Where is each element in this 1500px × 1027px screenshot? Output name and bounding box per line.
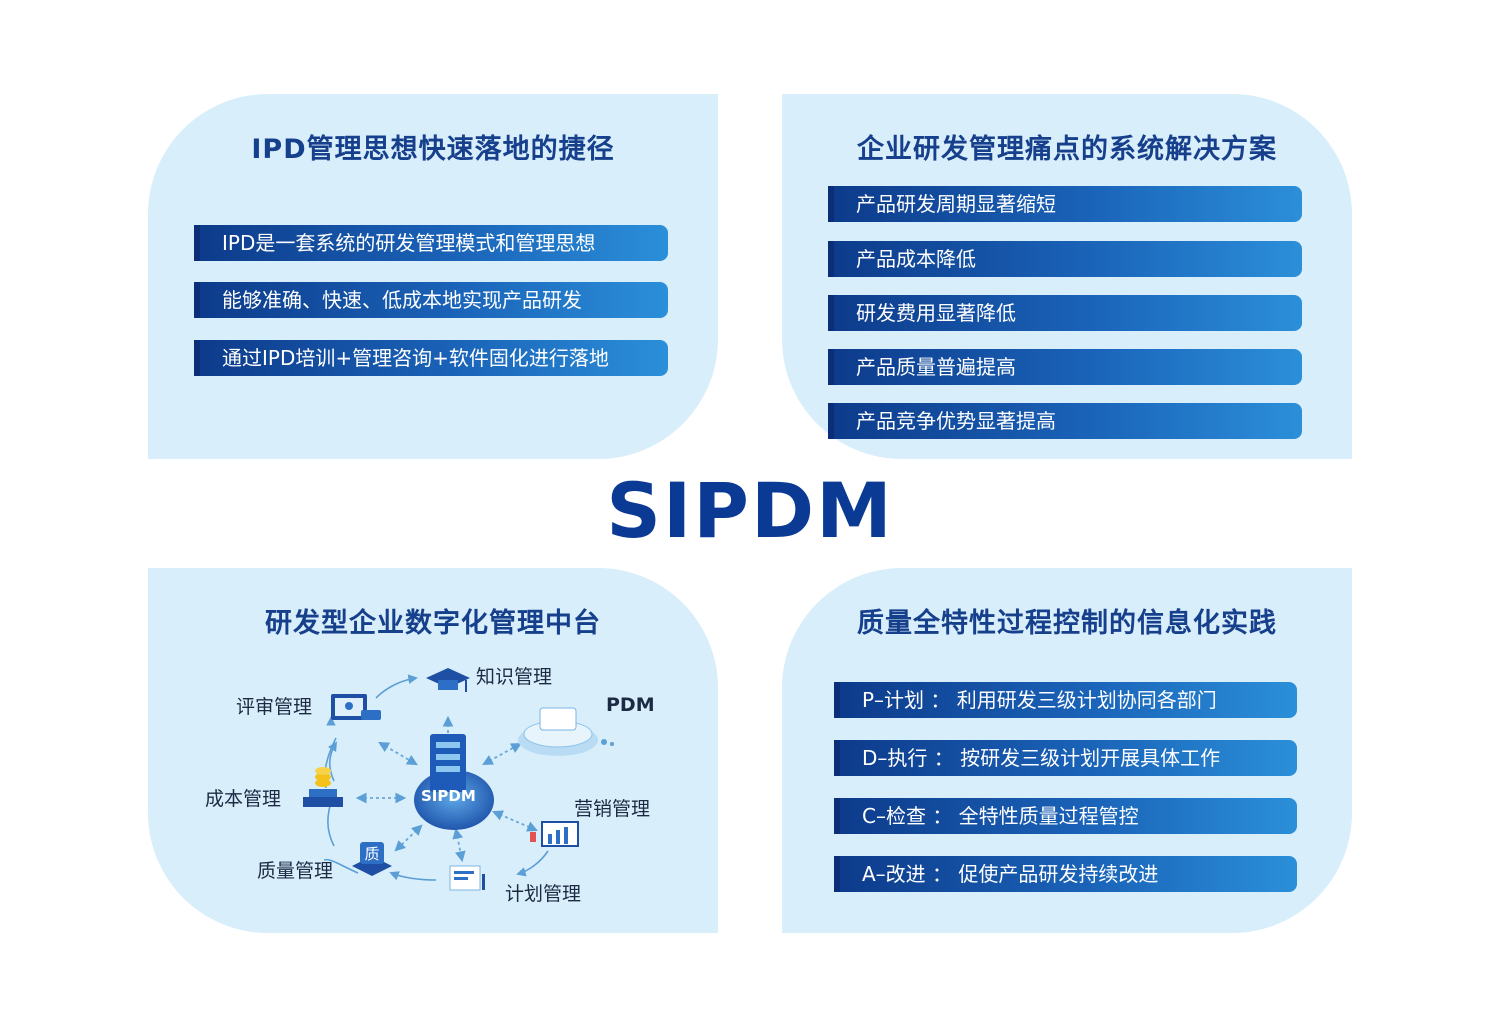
list-item-label: 产品研发周期显著缩短 <box>856 192 1056 216</box>
platform-icon <box>518 707 614 756</box>
server-icon <box>414 734 494 830</box>
quality-stamp-icon: 质 <box>352 842 392 876</box>
quality-stamp-char: 质 <box>364 845 379 863</box>
list-item-label: C–检查 ： 全特性质量过程管控 <box>862 804 1139 828</box>
list-item-label: 产品质量普遍提高 <box>856 355 1016 379</box>
list-item: 产品质量普遍提高 <box>828 349 1302 385</box>
node-marketing-label: 营销管理 <box>574 798 651 820</box>
list-item: 能够准确、快速、低成本地实现产品研发 <box>194 282 668 318</box>
center-title: SIPDM <box>606 466 894 555</box>
node-planning-label: 计划管理 <box>505 883 582 905</box>
hub-spokes <box>355 715 538 863</box>
coins-icon <box>303 767 343 807</box>
list-item-label: IPD是一套系统的研发管理模式和管理思想 <box>222 231 596 255</box>
node-pdm-label: PDM <box>606 694 655 716</box>
monitor-icon <box>331 694 381 720</box>
list-item: 通过IPD培训+管理咨询+软件固化进行落地 <box>194 340 668 376</box>
list-item: 产品研发周期显著缩短 <box>828 186 1302 222</box>
node-cost-label: 成本管理 <box>205 788 282 810</box>
list-item: A–改进 ： 促使产品研发持续改进 <box>834 856 1297 892</box>
list-item: 研发费用显著降低 <box>828 295 1302 331</box>
panel-title: 质量全特性过程控制的信息化实践 <box>857 608 1277 639</box>
list-item: P–计划 ： 利用研发三级计划协同各部门 <box>834 682 1297 718</box>
list-item: D–执行 ： 按研发三级计划开展具体工作 <box>834 740 1297 776</box>
node-quality-label: 质量管理 <box>257 860 334 882</box>
panel-rd-solution: 企业研发管理痛点的系统解决方案 产品研发周期显著缩短 产品成本降低 研发费用显著… <box>782 94 1352 459</box>
panel-title: 企业研发管理痛点的系统解决方案 <box>857 134 1277 165</box>
graduation-cap-icon <box>426 668 470 692</box>
list-item: IPD是一套系统的研发管理模式和管理思想 <box>194 225 668 261</box>
list-item-label: P–计划 ： 利用研发三级计划协同各部门 <box>862 688 1217 712</box>
list-item: 产品竞争优势显著提高 <box>828 403 1302 439</box>
panel-title: IPD管理思想快速落地的捷径 <box>251 134 615 165</box>
hub-label: SIPDM <box>421 787 476 805</box>
list-item-label: 产品竞争优势显著提高 <box>856 409 1056 433</box>
list-item-label: 研发费用显著降低 <box>856 301 1016 325</box>
list-item: 产品成本降低 <box>828 241 1302 277</box>
chart-board-icon <box>530 821 579 847</box>
list-item: C–检查 ： 全特性质量过程管控 <box>834 798 1297 834</box>
list-item-label: 通过IPD培训+管理咨询+软件固化进行落地 <box>222 346 609 370</box>
plan-board-icon <box>449 865 485 891</box>
list-item-label: 产品成本降低 <box>856 247 976 271</box>
list-item-label: A–改进 ： 促使产品研发持续改进 <box>862 862 1159 886</box>
node-knowledge-label: 知识管理 <box>476 666 553 688</box>
list-item-label: D–执行 ： 按研发三级计划开展具体工作 <box>862 746 1221 770</box>
platform-diagram: 质 <box>303 668 614 891</box>
cycle-arrows <box>323 674 549 881</box>
panel-ipd-shortcut: IPD管理思想快速落地的捷径 IPD是一套系统的研发管理模式和管理思想 能够准确… <box>148 94 718 459</box>
node-review-label: 评审管理 <box>236 696 313 718</box>
list-item-label: 能够准确、快速、低成本地实现产品研发 <box>222 288 582 312</box>
panel-title: 研发型企业数字化管理中台 <box>265 608 601 639</box>
panel-quality-pdca: 质量全特性过程控制的信息化实践 P–计划 ： 利用研发三级计划协同各部门 D–执… <box>782 568 1352 933</box>
